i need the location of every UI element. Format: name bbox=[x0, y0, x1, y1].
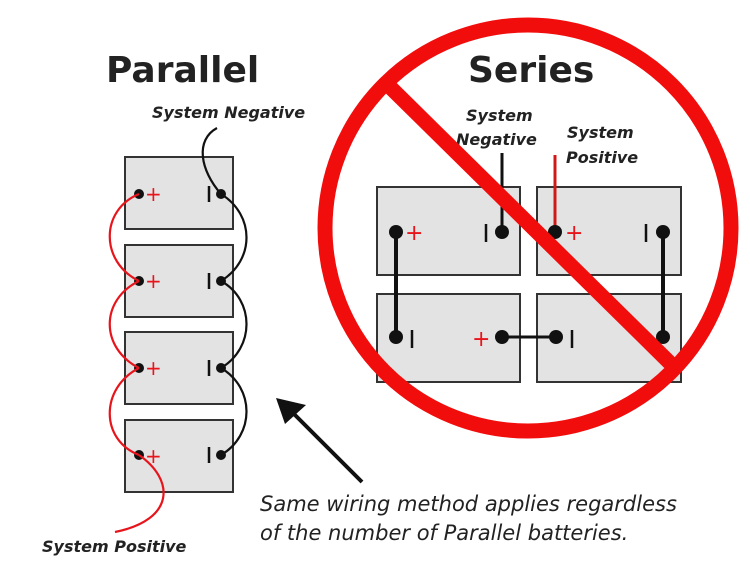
positive-jumper-1-2 bbox=[108, 192, 140, 282]
plus-sign: + bbox=[145, 182, 162, 206]
plus-sign: + bbox=[145, 356, 162, 380]
system-positive-wire bbox=[114, 454, 165, 534]
note-line-2: of the number of Parallel batteries. bbox=[260, 521, 628, 545]
series-negative-label-line2: Negative bbox=[456, 130, 537, 149]
series-negative-wires bbox=[394, 153, 665, 339]
series-positive-label-line2: Positive bbox=[566, 148, 638, 167]
parallel-battery-2: + bbox=[124, 244, 234, 318]
prohibition-slash bbox=[384, 81, 678, 371]
terminal bbox=[656, 225, 670, 239]
terminal bbox=[495, 330, 509, 344]
positive-jumper-3-4 bbox=[108, 367, 140, 457]
parallel-battery-3: + bbox=[124, 331, 234, 405]
arrow-icon bbox=[276, 398, 364, 484]
terminal bbox=[389, 225, 403, 239]
terminal bbox=[495, 225, 509, 239]
parallel-positive-label: System Positive bbox=[42, 537, 187, 556]
note-line-1: Same wiring method applies regardless bbox=[260, 492, 677, 516]
parallel-title: Parallel bbox=[106, 50, 259, 91]
plus-sign: + bbox=[565, 221, 583, 246]
prohibition-circle bbox=[317, 17, 739, 439]
negative-jumper-2-3 bbox=[220, 280, 248, 369]
prohibition-sign bbox=[317, 17, 739, 439]
parallel-battery-4: + bbox=[124, 419, 234, 493]
series-negative-label-line1: System bbox=[466, 106, 533, 125]
terminal bbox=[389, 330, 403, 344]
parallel-negative-label: System Negative bbox=[152, 103, 305, 122]
positive-jumper-2-3 bbox=[108, 280, 140, 369]
terminal bbox=[656, 330, 670, 344]
series-terminals bbox=[389, 225, 670, 344]
parallel-positive-wires bbox=[108, 192, 165, 534]
negative-jumper-1-2 bbox=[220, 193, 248, 282]
arrow-shaft bbox=[290, 410, 364, 484]
series-title: Series bbox=[468, 50, 594, 91]
series-positive-label-line1: System bbox=[567, 123, 634, 142]
plus-sign: + bbox=[472, 327, 490, 352]
plus-sign: + bbox=[405, 221, 423, 246]
arrow-head bbox=[276, 398, 306, 424]
plus-sign: + bbox=[145, 269, 162, 293]
system-negative-wire bbox=[201, 127, 222, 195]
negative-jumper-3-4 bbox=[220, 367, 248, 456]
parallel-battery-1: + bbox=[124, 156, 234, 230]
terminal bbox=[549, 330, 563, 344]
parallel-negative-wires bbox=[201, 127, 248, 456]
terminal bbox=[548, 225, 562, 239]
plus-sign: + bbox=[145, 444, 162, 468]
